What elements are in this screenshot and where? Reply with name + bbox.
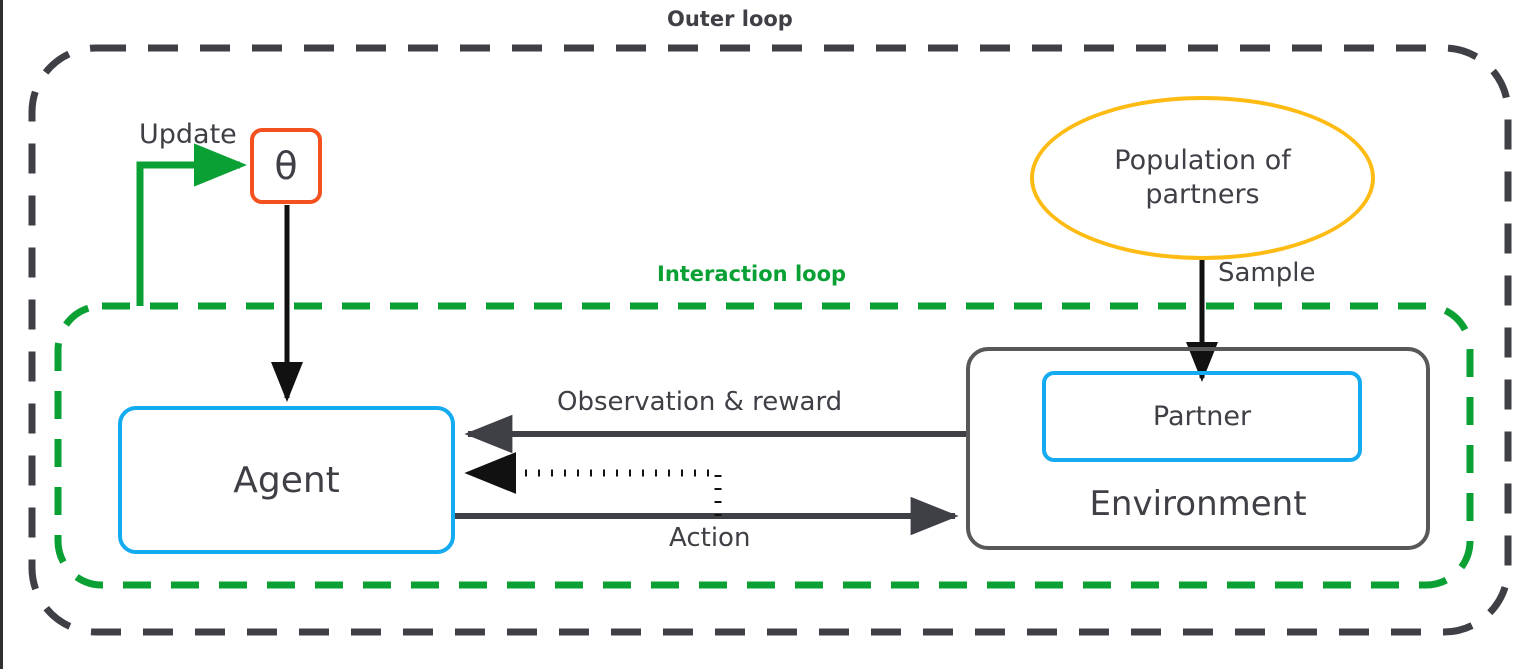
node-theta[interactable]: θ	[250, 128, 322, 204]
node-population-label-line2: partners	[1145, 179, 1260, 210]
edge-update	[136, 143, 248, 306]
outer-loop-container	[28, 44, 1512, 636]
edge-label-action: Action	[669, 523, 751, 553]
node-population-of-partners[interactable]: Population of partners	[1030, 96, 1375, 260]
node-agent-label: Agent	[233, 459, 340, 501]
node-environment-label: Environment	[1089, 484, 1307, 524]
node-partner-label: Partner	[1152, 401, 1252, 432]
edge-label-update: Update	[139, 119, 237, 150]
node-theta-label: θ	[274, 144, 298, 188]
edge-feedback-dotted	[464, 452, 722, 516]
node-partner[interactable]: Partner	[1042, 371, 1362, 462]
interaction-loop-container	[54, 302, 1474, 589]
edge-label-observation-reward: Observation & reward	[557, 387, 843, 417]
node-agent[interactable]: Agent	[118, 406, 455, 554]
page-edge-rule	[0, 0, 3, 669]
node-environment[interactable]: Environment	[966, 347, 1430, 550]
node-population-label-line1: Population of	[1114, 145, 1291, 177]
interaction-loop-label: Interaction loop	[657, 262, 847, 286]
edge-label-sample: Sample	[1218, 258, 1316, 288]
outer-loop-label: Outer loop	[667, 7, 793, 31]
